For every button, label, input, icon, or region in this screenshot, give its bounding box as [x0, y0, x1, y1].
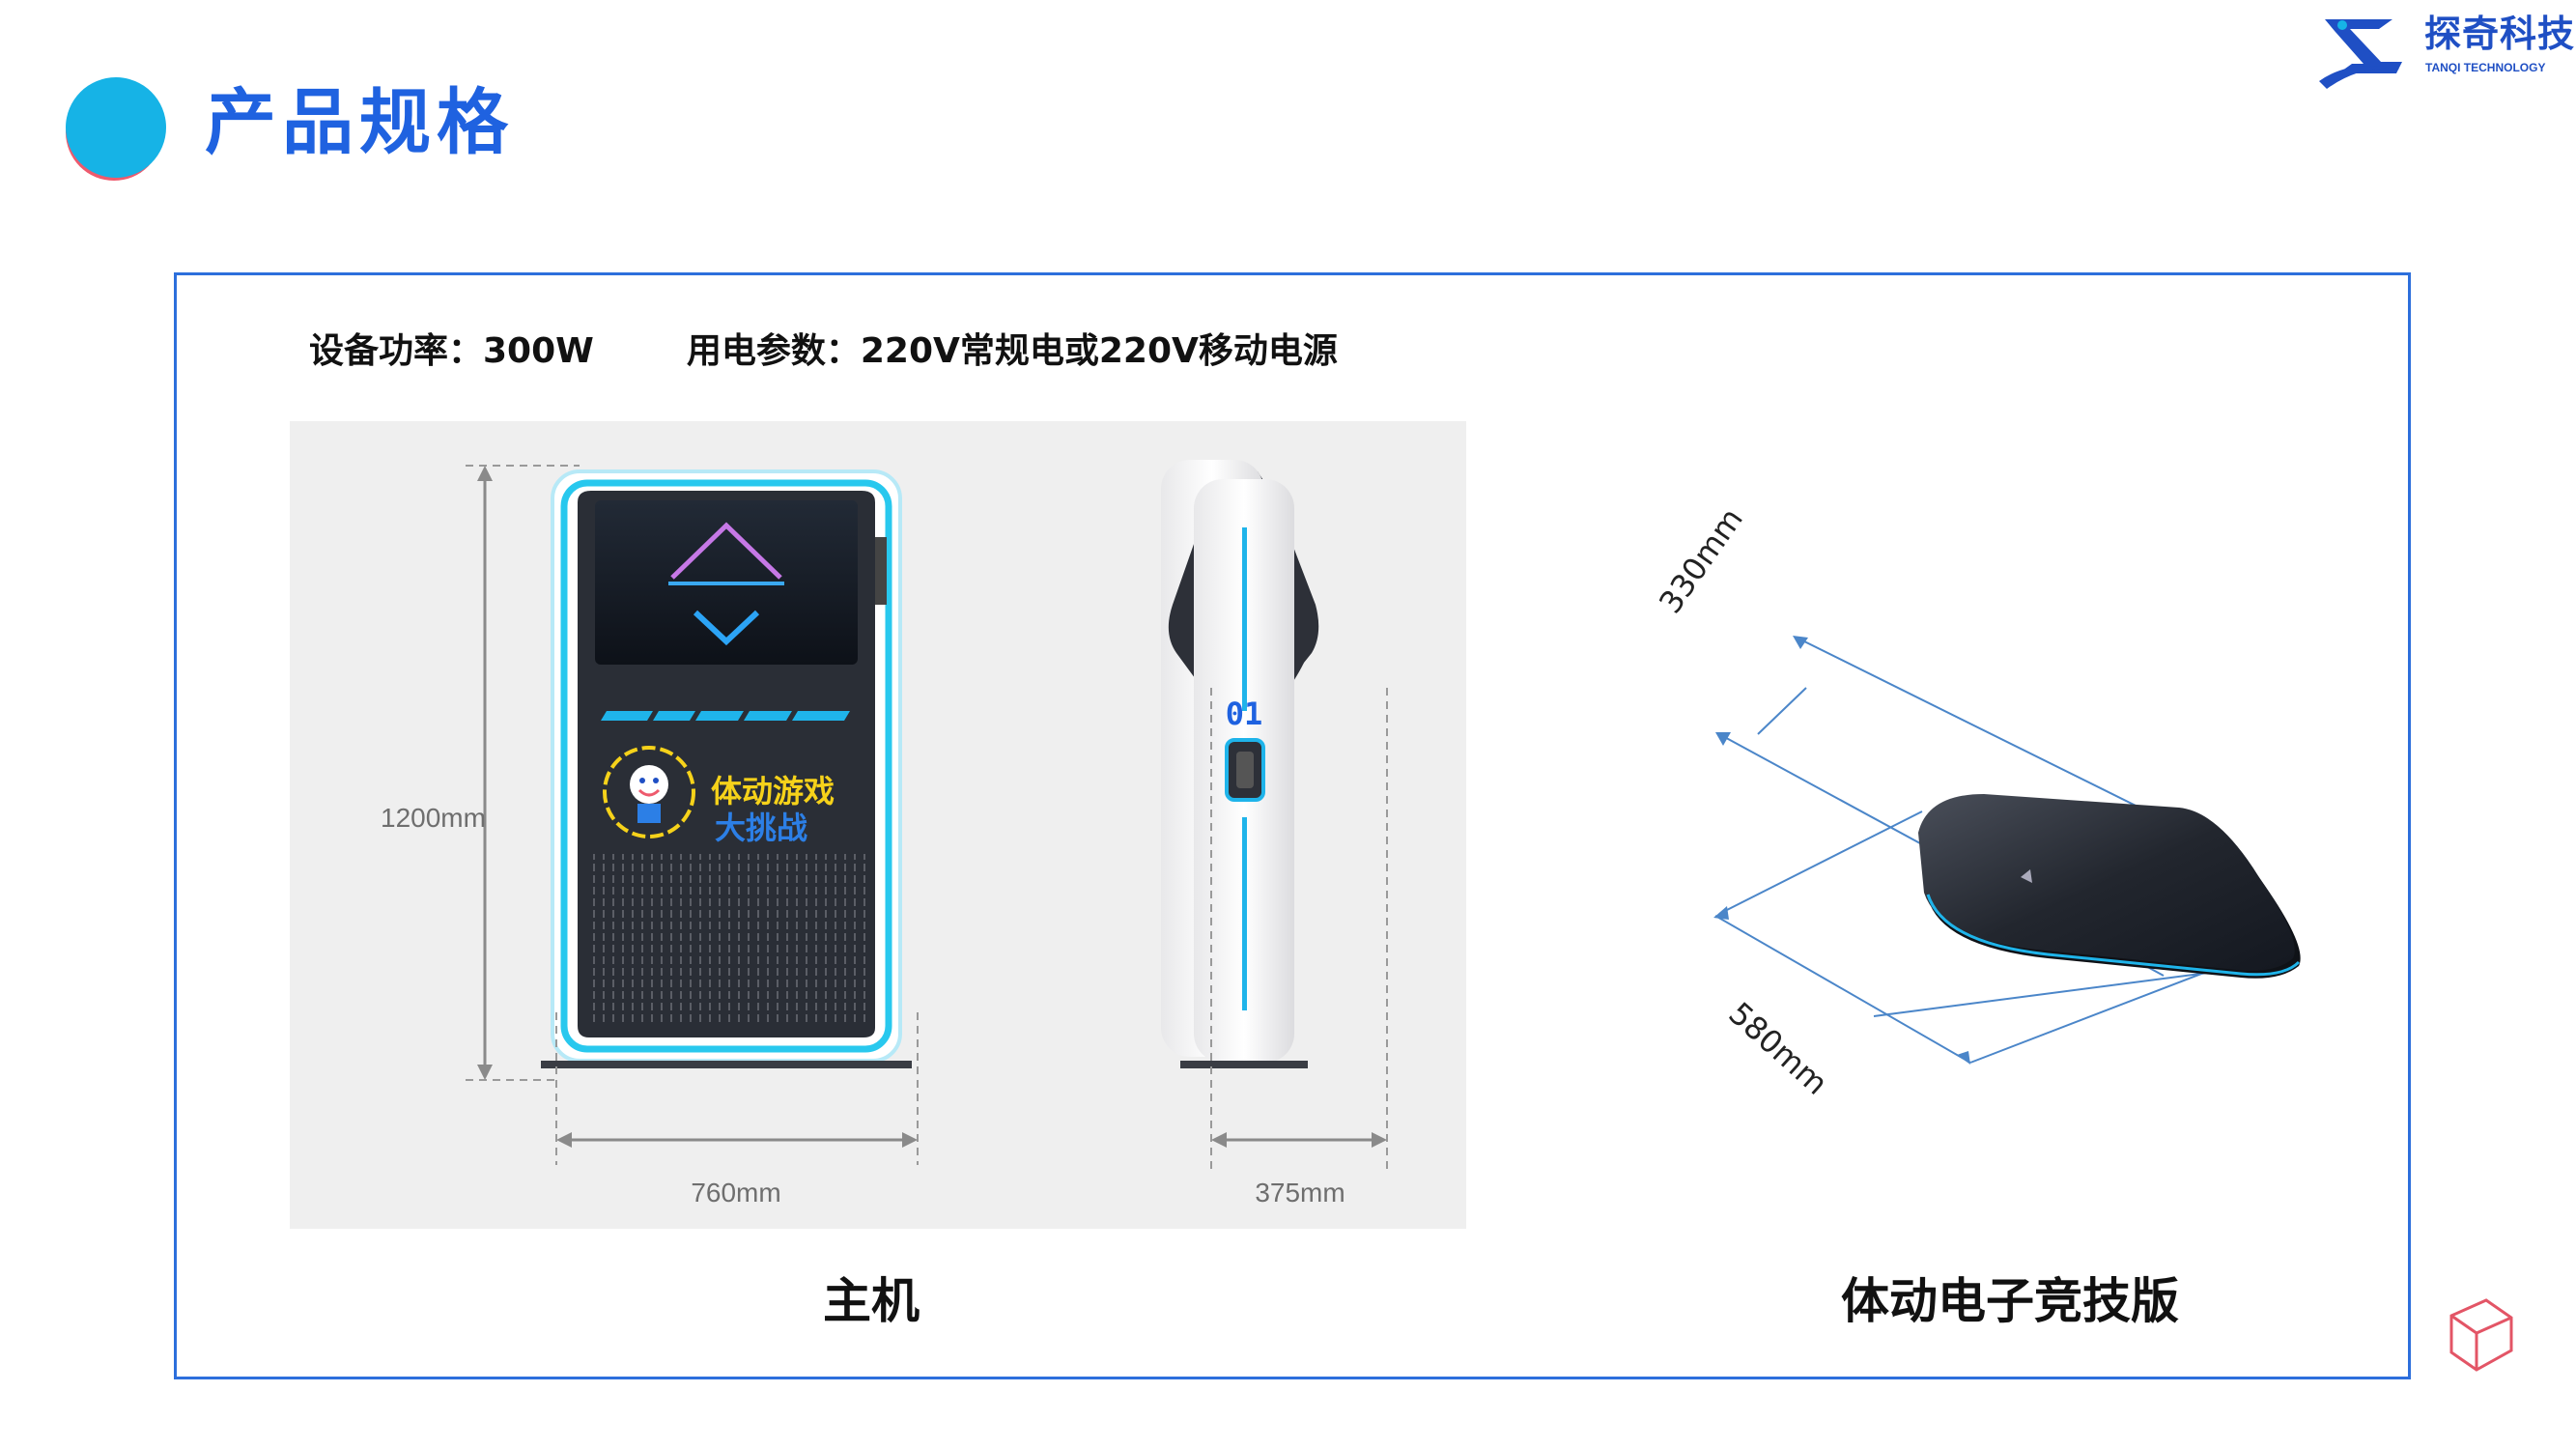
host-front-view — [541, 469, 912, 1068]
logo-subtitle: TANQI TECHNOLOGY — [2425, 61, 2546, 74]
power-spec: 设备功率：300W — [309, 331, 594, 371]
height-label: 1200mm — [381, 803, 486, 833]
depth-dimension — [1210, 688, 1388, 1175]
width-dimension — [555, 1012, 919, 1165]
unit-number: 01 — [1226, 696, 1263, 732]
host-drawing-svg: 体动游戏 大挑战 01 — [381, 460, 1388, 1208]
spec-line: 设备功率：300W 用电参数：220V常规电或220V移动电源 — [309, 334, 1338, 369]
company-logo-icon — [2319, 19, 2402, 89]
game-title-line2: 大挑战 — [715, 810, 807, 846]
host-drawing-panel: 体动游戏 大挑战 01 — [290, 421, 1466, 1229]
width-label: 760mm — [691, 1178, 780, 1208]
title-decoration-dot-blue — [66, 77, 166, 178]
logo-name: 探奇科技 — [2424, 13, 2576, 55]
electricity-spec: 用电参数：220V常规电或220V移动电源 — [686, 331, 1338, 371]
height-dimension — [466, 465, 580, 1081]
game-title-line1: 体动游戏 — [711, 773, 835, 810]
mat-body — [1918, 794, 2301, 979]
depth-label: 375mm — [1255, 1178, 1345, 1208]
mat-caption: 体动电子竞技版 — [1841, 1273, 2179, 1329]
host-side-view — [1161, 460, 1319, 1068]
host-caption: 主机 — [823, 1273, 920, 1329]
cube-icon — [2449, 1298, 2513, 1372]
mat-drawing-svg — [1713, 636, 2301, 1065]
page-title: 产品规格 — [205, 81, 514, 164]
spec-frame — [174, 272, 2411, 1379]
